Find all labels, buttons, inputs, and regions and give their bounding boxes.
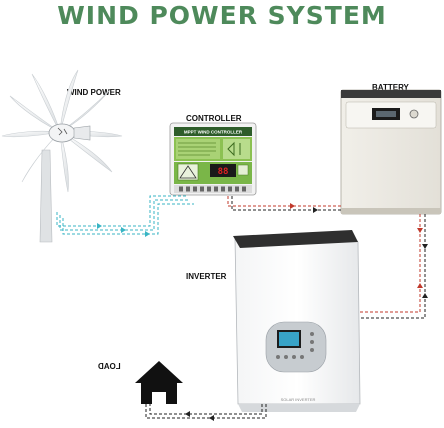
house-icon [135, 361, 183, 404]
inverter-footer-text: SOLAR INVERTER [281, 397, 316, 402]
inverter-device-icon: SOLAR INVERTER [233, 230, 361, 412]
battery-label: BATTERY [372, 83, 409, 92]
page-title: WIND POWER SYSTEM [57, 1, 387, 30]
inverter-line-arrows [417, 228, 428, 298]
controller-label: CONTROLLER [186, 114, 242, 123]
inverter-to-load-lines [145, 404, 267, 419]
controller-header-text: MPPT WIND CONTROLLER [184, 130, 243, 135]
load-line-arrows [185, 411, 214, 421]
wind-power-label: WIND POWER [67, 88, 121, 97]
battery-device-icon [340, 89, 442, 215]
battery-to-inverter-lines [360, 214, 426, 319]
inverter-label: INVERTER [186, 272, 227, 281]
wind-line-arrows [97, 223, 150, 237]
controller-device-icon: MPPT WIND CONTROLLER 88 [169, 122, 257, 196]
wind-to-controller-lines [56, 195, 194, 235]
inverter-panel [265, 321, 327, 373]
controller-to-battery-lines [227, 196, 341, 211]
battery-line-arrows [290, 203, 318, 213]
wind-turbine-icon [1, 69, 123, 243]
controller-display: 88 [218, 167, 229, 177]
